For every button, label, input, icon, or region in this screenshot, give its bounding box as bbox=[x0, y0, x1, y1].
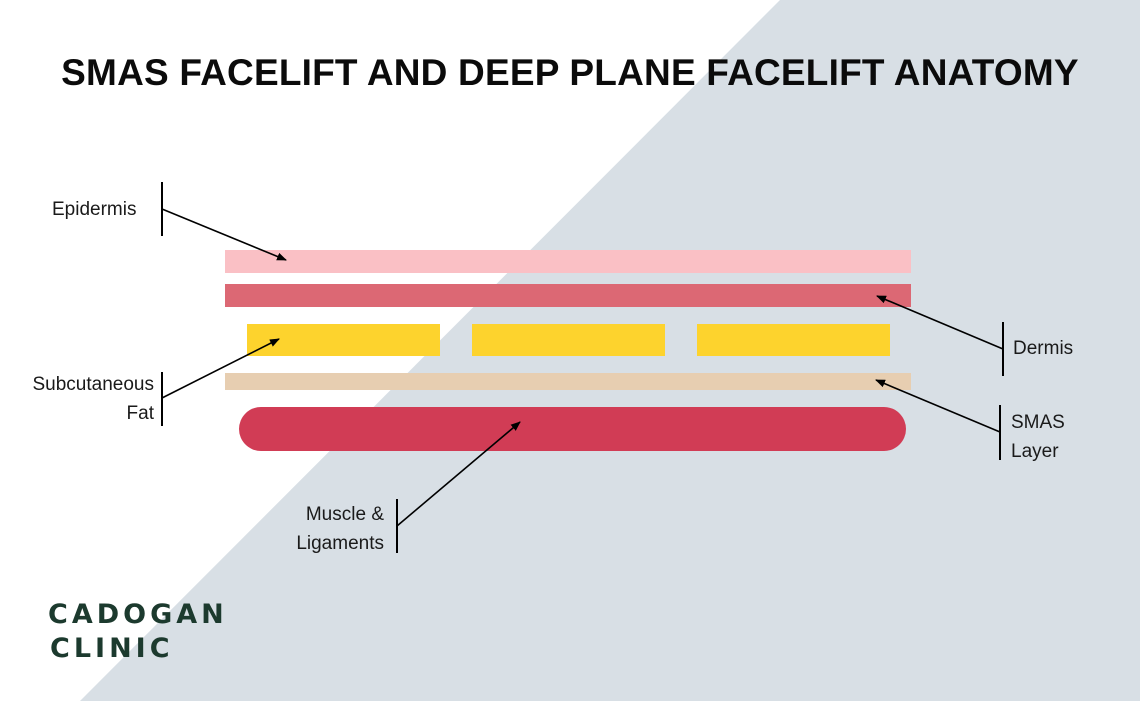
subcutaneous-fat-label: Subcutaneous Fat bbox=[10, 370, 155, 428]
logo-line1: CADOGAN bbox=[48, 599, 228, 630]
logo-line2: CLINIC bbox=[50, 633, 174, 664]
muscle-label-line2: Ligaments bbox=[296, 533, 384, 554]
subcutaneous-fat-arrow bbox=[161, 338, 280, 399]
smas-arrow bbox=[875, 379, 1001, 433]
smas-label-line2: Layer bbox=[1011, 441, 1059, 462]
subcutaneous-fat-label-line2: Fat bbox=[126, 403, 154, 424]
muscle-label-line1: Muscle & bbox=[305, 504, 384, 525]
epidermis-label: Epidermis bbox=[52, 195, 136, 224]
epidermis-arrow bbox=[161, 208, 287, 261]
page-title: SMAS FACELIFT AND DEEP PLANE FACELIFT AN… bbox=[61, 52, 1079, 93]
muscle-ligaments-label: Muscle & Ligaments bbox=[240, 500, 384, 558]
dermis-arrow bbox=[876, 295, 1004, 350]
subcutaneous-fat-block-3 bbox=[697, 324, 890, 356]
dermis-layer bbox=[225, 284, 911, 307]
muscle-arrow bbox=[396, 421, 521, 527]
dermis-label: Dermis bbox=[1013, 334, 1073, 363]
dermis-label-text: Dermis bbox=[1013, 338, 1074, 359]
epidermis-label-text: Epidermis bbox=[52, 199, 137, 220]
clinic-logo: CADOGAN CLINIC bbox=[48, 598, 228, 666]
epidermis-layer bbox=[225, 250, 911, 273]
smas-label-line1: SMAS bbox=[1011, 412, 1065, 433]
subcutaneous-fat-label-line1: Subcutaneous bbox=[32, 374, 155, 395]
subcutaneous-fat-block-2 bbox=[472, 324, 665, 356]
smas-label: SMAS Layer bbox=[1011, 408, 1065, 466]
muscle-layer bbox=[239, 407, 906, 451]
smas-layer bbox=[225, 373, 911, 390]
